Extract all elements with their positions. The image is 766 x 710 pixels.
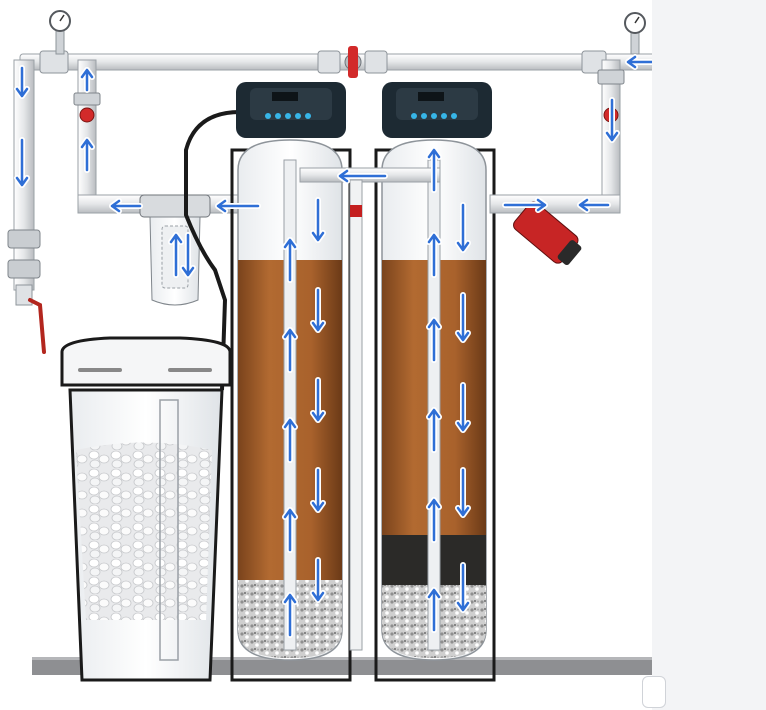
flow-arrow-icon bbox=[282, 327, 298, 373]
controller-lcd bbox=[418, 92, 444, 101]
flow-arrow-icon bbox=[577, 197, 611, 213]
flow-arrow-icon bbox=[109, 198, 143, 214]
flow-arrow-icon bbox=[426, 587, 442, 633]
flow-arrow-icon bbox=[310, 467, 326, 513]
pipe-coupling bbox=[317, 50, 341, 74]
top-pipe-run bbox=[19, 50, 652, 74]
flow-arrow-icon bbox=[426, 232, 442, 278]
interconnect-drop bbox=[349, 179, 363, 651]
flow-arrow-icon bbox=[455, 382, 471, 433]
water-system-diagram bbox=[7, 10, 652, 682]
flow-arrow-icon bbox=[604, 97, 620, 143]
bypass-valve bbox=[344, 46, 362, 78]
pipe-coupling bbox=[364, 50, 388, 74]
flow-arrow-icon bbox=[282, 417, 298, 463]
left-drain-pipe bbox=[7, 59, 46, 354]
flow-arrow-icon bbox=[180, 232, 196, 278]
flow-arrow-icon bbox=[426, 147, 442, 193]
flow-arrow-icon bbox=[215, 198, 261, 214]
controller-right bbox=[382, 82, 492, 138]
flow-arrow-icon bbox=[310, 557, 326, 603]
flow-arrow-icon bbox=[455, 467, 471, 518]
floor-strip-highlight bbox=[32, 657, 652, 660]
pipe-coupling bbox=[39, 50, 69, 74]
pressure-gauge-icon bbox=[624, 12, 646, 55]
flow-arrow-icon bbox=[310, 377, 326, 423]
flow-arrow-icon bbox=[426, 407, 442, 453]
flow-arrows bbox=[14, 54, 652, 638]
flow-arrow-icon bbox=[282, 592, 298, 638]
flow-arrow-icon bbox=[337, 168, 388, 184]
flow-arrow-icon bbox=[455, 562, 471, 613]
pressure-gauge-icon bbox=[49, 10, 71, 55]
brine-tank bbox=[60, 336, 232, 682]
flow-arrow-icon bbox=[426, 317, 442, 363]
controller-lcd bbox=[272, 92, 298, 101]
flow-arrow-icon bbox=[625, 54, 652, 70]
flow-arrow-icon bbox=[14, 65, 30, 99]
flow-arrow-icon bbox=[426, 497, 442, 543]
red-cartridge-filter bbox=[513, 201, 582, 266]
side-panel bbox=[642, 0, 766, 710]
flow-arrow-icon bbox=[79, 137, 95, 173]
brine-line-tubing bbox=[184, 110, 241, 391]
flow-arrow-icon bbox=[79, 67, 95, 93]
corner-tab bbox=[642, 676, 666, 708]
flow-arrow-icon bbox=[282, 237, 298, 283]
flow-arrow-icon bbox=[168, 232, 184, 278]
flow-arrow-icon bbox=[502, 197, 548, 213]
ball-valve-icon bbox=[350, 205, 362, 217]
flow-arrow-icon bbox=[455, 292, 471, 343]
flow-arrow-icon bbox=[455, 202, 471, 253]
outlet-piping bbox=[489, 59, 625, 214]
flow-arrow-icon bbox=[14, 137, 30, 188]
ball-valve-icon bbox=[79, 107, 95, 123]
flow-arrow-icon bbox=[310, 287, 326, 333]
flow-arrow-icon bbox=[282, 507, 298, 553]
flow-arrow-icon bbox=[310, 197, 326, 243]
controller-left bbox=[236, 82, 346, 138]
